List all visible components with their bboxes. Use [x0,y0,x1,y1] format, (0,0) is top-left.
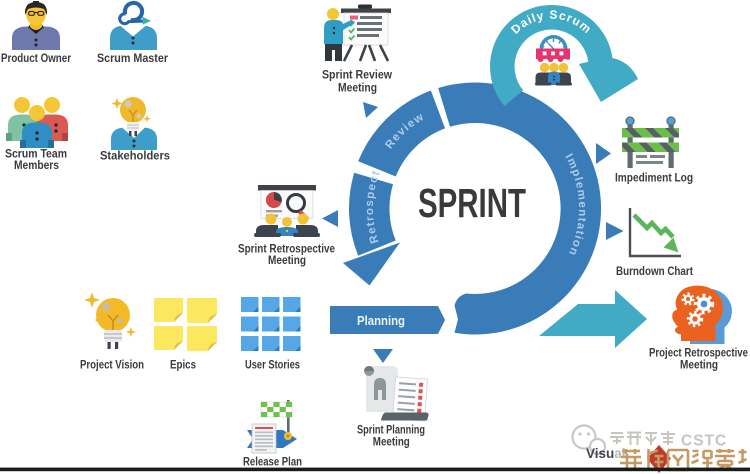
svg-text:Meeting: Meeting [373,437,410,449]
svg-text:Product Owner: Product Owner [1,53,71,65]
svg-text:Project Retrospective: Project Retrospective [649,347,748,359]
svg-text:Planning: Planning [357,313,405,328]
svg-text:Members: Members [14,160,59,172]
svg-text:Sprint Retrospective: Sprint Retrospective [238,244,335,256]
svg-text:Meeting: Meeting [680,360,718,372]
svg-text:Sprint Review: Sprint Review [322,70,392,82]
svg-text:Stakeholders: Stakeholders [100,150,170,162]
svg-text:Meeting: Meeting [268,255,306,267]
svg-text:Release Plan: Release Plan [243,456,302,468]
svg-text:Burndown Chart: Burndown Chart [616,266,693,278]
svg-text:Visual: Visual [586,446,626,461]
svg-text:Sprint Planning: Sprint Planning [357,425,425,437]
svg-text:Meeting: Meeting [338,82,377,94]
svg-text:Scrum Master: Scrum Master [97,53,168,65]
svg-text:Project Vision: Project Vision [80,359,144,371]
svg-text:CSTC: CSTC [681,433,727,450]
svg-text:Retrospect: Retrospect [364,168,383,244]
svg-text:SPRINT: SPRINT [418,180,526,226]
svg-text:Scrum Team: Scrum Team [5,149,67,161]
svg-text:Epics: Epics [170,359,196,371]
svg-text:Impediment Log: Impediment Log [615,173,693,185]
svg-text:User Stories: User Stories [245,359,300,371]
